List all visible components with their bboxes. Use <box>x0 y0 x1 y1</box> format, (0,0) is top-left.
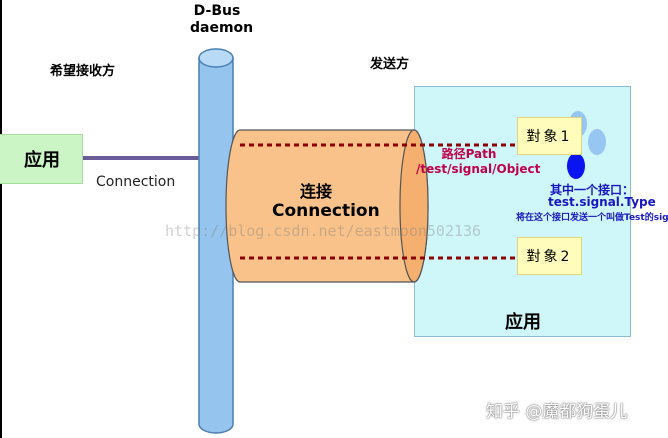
pipe-label-en: Connection <box>272 201 380 221</box>
interface-title: 其中一个接口： <box>550 183 635 197</box>
connection-line <box>83 156 201 160</box>
left-application-box: 应用 <box>0 134 83 184</box>
left-application-label: 应用 <box>24 150 60 171</box>
dbus-title-line2: daemon <box>190 20 254 36</box>
path-label-line2: /test/signal/Object <box>416 162 541 176</box>
path-label-line1: 路径Path <box>441 147 497 161</box>
object-1-label: 對象1 <box>526 129 573 145</box>
dbus-daemon-title: D-Bus daemon <box>190 3 254 37</box>
right-application-label: 应用 <box>505 312 541 333</box>
interface-name: test.signal.Type <box>548 195 656 209</box>
path-label: 路径Path /test/signal/Object <box>416 147 541 177</box>
dbus-pipe <box>198 48 234 434</box>
receiver-label: 希望接收方 <box>50 64 116 79</box>
zhihu-watermark: 知乎 @魔都狗蛋儿 <box>486 402 628 422</box>
dbus-title-line1: D-Bus <box>193 3 241 19</box>
object-2-box: 對象2 <box>517 237 582 275</box>
object-2-label: 對象2 <box>526 249 573 265</box>
url-watermark: http://blog.csdn.net/eastmoon502136 <box>165 222 482 240</box>
object-1-box: 對象1 <box>517 117 582 155</box>
sender-label: 发送方 <box>370 57 410 72</box>
bubble-3 <box>567 153 585 179</box>
bubble-2 <box>588 129 606 155</box>
connection-line-label: Connection <box>96 174 176 190</box>
pipe-label-cn: 连接 <box>300 182 333 201</box>
interface-description: 将在这个接口发送一个叫做Test的signal <box>516 213 668 223</box>
connection-pipe <box>225 129 429 283</box>
